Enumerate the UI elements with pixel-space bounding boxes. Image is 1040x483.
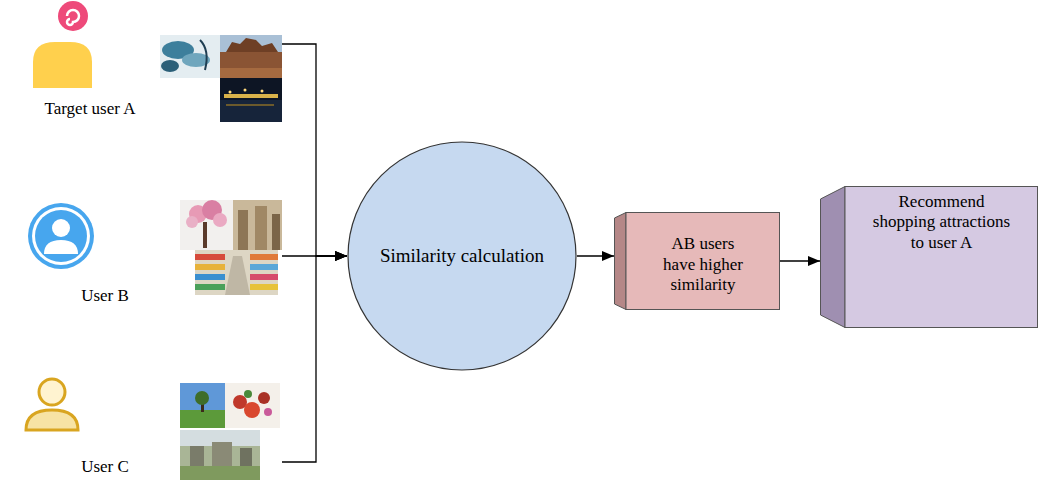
recommend-box: Recommend shopping attractions to user A [820,186,1038,328]
connector-arrow [282,44,347,256]
photo-green-field-part [180,410,225,428]
photo-desert-ruins-part [226,38,278,52]
photo-green-field-part [180,383,225,428]
photo-night-city-part [224,94,278,98]
photo-ruins-field-part [180,430,260,480]
user-label: Target user A [10,99,170,119]
photo-watercolor-part [160,35,220,78]
photo-supermarket-part [250,284,278,290]
photo-watercolor-part [161,60,179,72]
photo-supermarket [195,250,278,295]
photo-blossom-tree-part [213,213,227,227]
photo-desert-ruins-part [220,68,282,78]
circle-outline [348,142,576,370]
photo-ruins-field [180,430,260,480]
box-front-face [626,213,780,310]
photo-supermarket-part [195,274,225,280]
user-a-icon-part [67,10,79,25]
user-group: User C [10,380,282,480]
photo-desert-ruins-part [220,52,282,78]
node-text: Recommend shopping attractions to user A [867,192,1017,253]
photo-stone-ruins-part [233,200,282,250]
photo-supermarket-part [225,256,250,295]
photo-stone-ruins-part [255,206,267,250]
photo-stone-ruins-part [238,210,248,250]
user-a-icon-part [58,1,88,31]
photo-ruins-field-part [212,442,232,466]
photo-blossom-tree-part [203,222,207,248]
photo-watercolor-part [200,40,207,70]
box-front-face [845,187,1038,328]
result-box: AB users have higher similarity [614,212,780,310]
photo-night-city [220,78,282,122]
user-group: Target user A [10,2,282,122]
node-text: AB users have higher similarity [654,234,752,295]
photo-food-part [264,408,272,416]
node-text: Similarity calculation [362,245,562,268]
connector-arrow [282,256,347,462]
photo-blossom-tree-part [180,200,233,250]
user-label: User C [50,457,160,477]
photo-night-city-part [261,90,264,93]
photo-green-field [180,383,225,428]
photo-stone-ruins [233,200,282,250]
process-circle: Similarity calculation [347,141,577,371]
photo-supermarket-part [250,274,278,280]
user-a-icon [33,1,92,88]
photo-supermarket-part [195,254,225,260]
photo-ruins-field-part [190,446,204,466]
photo-ruins-field-part [240,448,252,466]
user-b-icon-part [52,219,70,237]
connector-arrow [577,255,614,256]
photo-supermarket-part [195,284,225,290]
photo-food [225,383,280,428]
photo-night-city-part [220,78,282,122]
photo-blossom-tree-part [186,216,198,228]
photo-ruins-field-part [180,466,260,480]
user-b-icon-part [35,210,87,262]
user-c-icon-part [26,410,78,430]
user-b-icon-part [28,203,94,269]
user-c-icon-part [39,379,65,405]
photo-supermarket-part [195,250,278,295]
user-label: User B [50,286,160,306]
photo-desert-ruins [220,35,282,78]
user-a-icon-part [33,42,92,88]
user-b-icon-part [32,207,90,265]
photo-food-part [258,392,270,404]
connector-arrow [780,260,820,261]
photo-night-city-part [244,89,247,92]
photo-stone-ruins-part [272,214,280,250]
user-b-icon-part [44,240,78,254]
photo-supermarket-part [195,264,225,270]
photo-blossom-tree [180,200,233,250]
photo-watercolor [160,35,220,78]
photo-supermarket-part [250,264,278,270]
photo-food-part [244,390,252,398]
box-side-face [615,213,627,310]
photo-night-city-part [220,100,282,122]
photo-night-city-part [226,104,274,106]
photo-food-part [244,402,260,418]
user-b-icon [28,203,94,269]
photo-desert-ruins-part [220,35,282,78]
photo-food-part [225,383,280,428]
box-side-face [821,187,846,328]
photo-night-city-part [229,91,232,94]
user-group: User B [10,198,282,307]
photo-green-field-part [195,391,209,405]
photo-supermarket-part [250,254,278,260]
user-c-icon [26,379,78,430]
